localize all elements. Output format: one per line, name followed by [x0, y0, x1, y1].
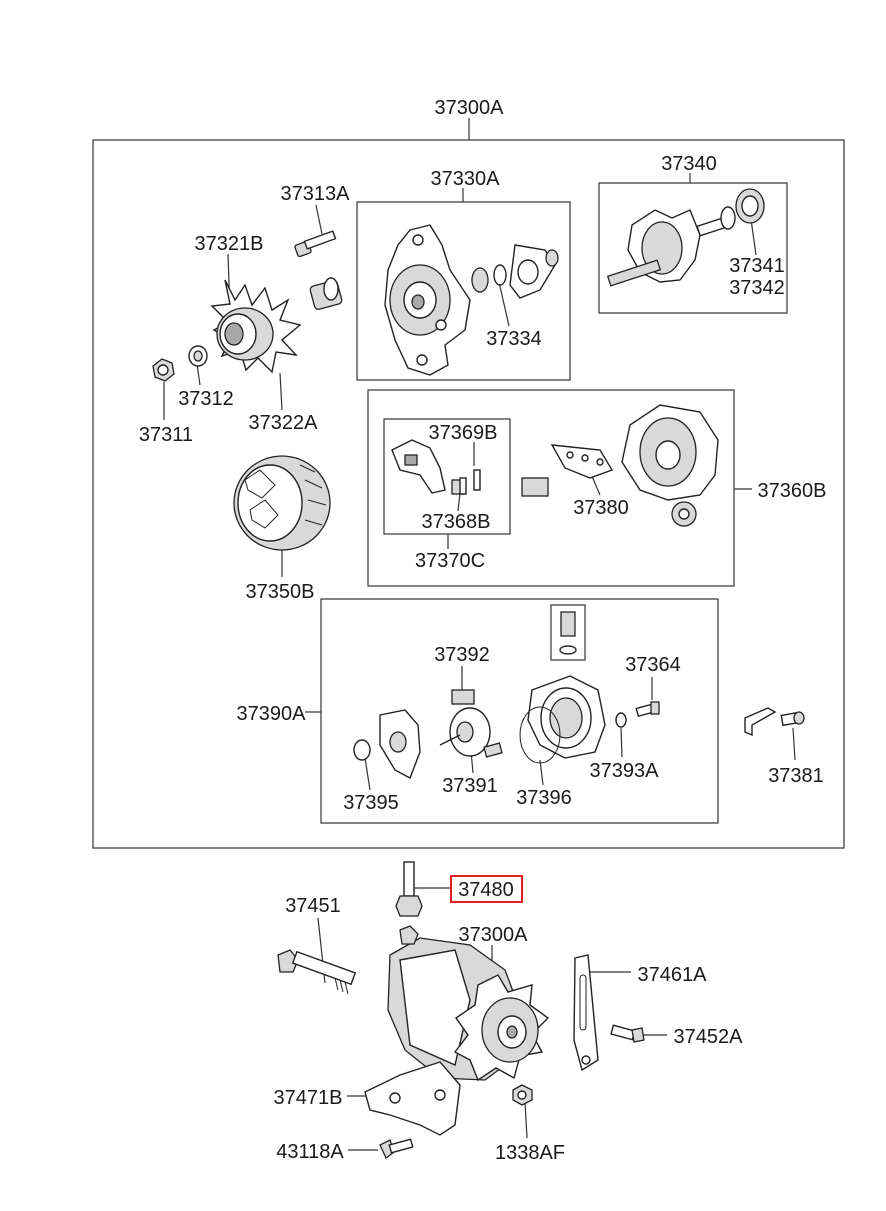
o-ring-37395[interactable]: [353, 739, 371, 761]
label-37393A[interactable]: 37393A: [590, 760, 660, 782]
bracket-37381[interactable]: [744, 707, 805, 737]
brush-holder-37369B[interactable]: [391, 439, 481, 494]
labels: 37300A 37330A 37340 37313A 37321B 37341 …: [139, 97, 827, 1164]
stud-37480[interactable]: [395, 861, 423, 917]
pump-housing-37396[interactable]: [519, 675, 606, 764]
retainer-plate-37334[interactable]: [509, 244, 559, 299]
label-37471B[interactable]: 37471B: [274, 1087, 343, 1109]
bracket-37471B[interactable]: [364, 1061, 461, 1136]
label-37380[interactable]: 37380: [573, 497, 629, 519]
label-37390A[interactable]: 37390A: [237, 703, 307, 725]
rotor-37340[interactable]: [606, 206, 736, 287]
label-37370C[interactable]: 37370C: [415, 550, 485, 572]
bearing-37341[interactable]: [735, 188, 765, 224]
label-37321B[interactable]: 37321B: [195, 233, 264, 255]
label-37461A[interactable]: 37461A: [638, 964, 708, 986]
label-37368B[interactable]: 37368B: [422, 511, 491, 533]
label-37381[interactable]: 37381: [768, 765, 824, 787]
label-37311[interactable]: 37311: [139, 424, 193, 446]
vane-37391[interactable]: [439, 707, 503, 758]
bolt-37313A[interactable]: [294, 230, 337, 258]
rear-cover-group-frame: [367, 389, 735, 587]
pulley-terminal-frame: [550, 604, 586, 661]
label-37391[interactable]: 37391: [442, 775, 498, 797]
label-37480[interactable]: 37480: [458, 879, 514, 901]
label-37312[interactable]: 37312: [178, 388, 234, 410]
brush-holder-group-frame: [383, 418, 511, 535]
washer-37393A[interactable]: [615, 712, 627, 728]
highlight-box-37480: [450, 875, 523, 903]
front-housing-37330A[interactable]: [384, 224, 507, 376]
rectifier-37380[interactable]: [521, 444, 614, 497]
label-37334[interactable]: 37334: [486, 328, 542, 350]
adjusting-plate-37461A[interactable]: [573, 954, 599, 1072]
label-37322A[interactable]: 37322A: [249, 412, 319, 434]
label-37392[interactable]: 37392: [434, 644, 490, 666]
label-37350B[interactable]: 37350B: [246, 581, 315, 603]
washer-37312[interactable]: [188, 345, 208, 367]
regulator-group-frame: [320, 598, 719, 824]
fitting[interactable]: [559, 611, 577, 655]
label-37313A[interactable]: 37313A: [281, 183, 351, 205]
label-37369B[interactable]: 37369B: [429, 422, 498, 444]
bolt-37452A[interactable]: [610, 1024, 645, 1043]
nut-37311[interactable]: [152, 358, 175, 382]
label-37330A[interactable]: 37330A: [431, 168, 501, 190]
alternator-37300A[interactable]: [387, 925, 550, 1082]
sleeve[interactable]: [309, 277, 343, 310]
label-37395[interactable]: 37395: [343, 792, 399, 814]
bolt-37364[interactable]: [635, 701, 660, 718]
label-37341[interactable]: 37341: [729, 255, 785, 277]
rotor-group-frame: [598, 182, 788, 314]
label-37396[interactable]: 37396: [516, 787, 572, 809]
label-43118A[interactable]: 43118A: [276, 1141, 344, 1163]
bolt-43118A[interactable]: [379, 1138, 414, 1160]
label-1338AF[interactable]: 1338AF: [495, 1142, 565, 1164]
label-37364[interactable]: 37364: [625, 654, 681, 676]
brush-37368B[interactable]: [451, 477, 467, 495]
stator-37350B[interactable]: [233, 455, 331, 551]
label-37340[interactable]: 37340: [661, 153, 717, 175]
label-37300A-install[interactable]: 37300A: [459, 924, 529, 946]
regulator-body[interactable]: [379, 709, 421, 779]
long-bolt-37451[interactable]: [277, 949, 357, 995]
label-37300A-assembly[interactable]: 37300A: [435, 97, 505, 119]
label-37452A[interactable]: 37452A: [674, 1026, 744, 1048]
rear-cover-37360B[interactable]: [621, 404, 719, 527]
label-37451[interactable]: 37451: [285, 895, 341, 917]
insulator-37392[interactable]: [451, 689, 475, 705]
nut-1338AF[interactable]: [512, 1084, 533, 1106]
leader-lines: [163, 118, 796, 1151]
fan-37321B[interactable]: [210, 279, 302, 374]
label-37342[interactable]: 37342: [729, 277, 785, 299]
label-37360B[interactable]: 37360B: [758, 480, 827, 502]
